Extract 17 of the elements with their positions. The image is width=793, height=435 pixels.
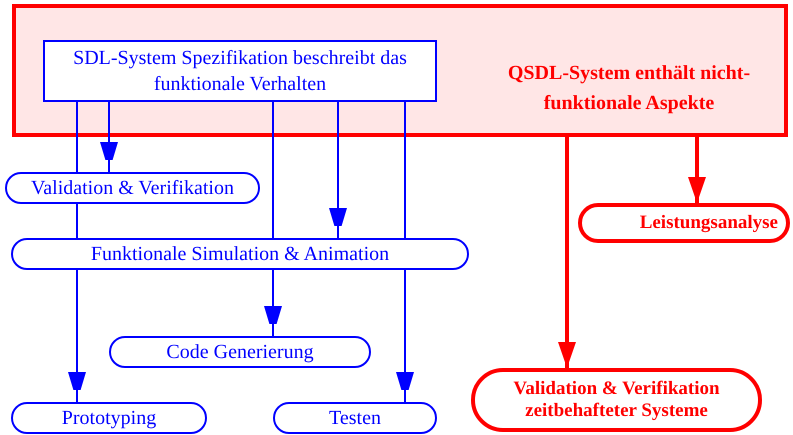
region-heading: QSDL-System enthält nicht-funktionale Aspekte <box>506 61 752 116</box>
arrow <box>264 270 282 336</box>
system-region <box>12 4 788 137</box>
arrow <box>558 137 576 368</box>
rounded-box: Testen <box>273 402 437 434</box>
process-box: SDL-System Spezifikation beschreibt das funktionale Verhalten <box>43 40 437 102</box>
arrow <box>100 102 118 172</box>
rounded-box: Validation & Verifikation <box>5 172 260 204</box>
arrow <box>688 137 706 203</box>
arrow <box>68 270 86 402</box>
arrow <box>329 102 347 238</box>
rounded-box: Funktionale Simulation & Animation <box>11 238 469 270</box>
rounded-box: Leistungsanalyse <box>578 203 790 243</box>
rounded-box: Code Generierung <box>109 336 371 368</box>
rounded-box: Prototyping <box>11 402 207 434</box>
arrow <box>396 270 414 402</box>
rounded-box: Validation & Verifikation zeitbehafteter Systeme <box>471 368 762 432</box>
